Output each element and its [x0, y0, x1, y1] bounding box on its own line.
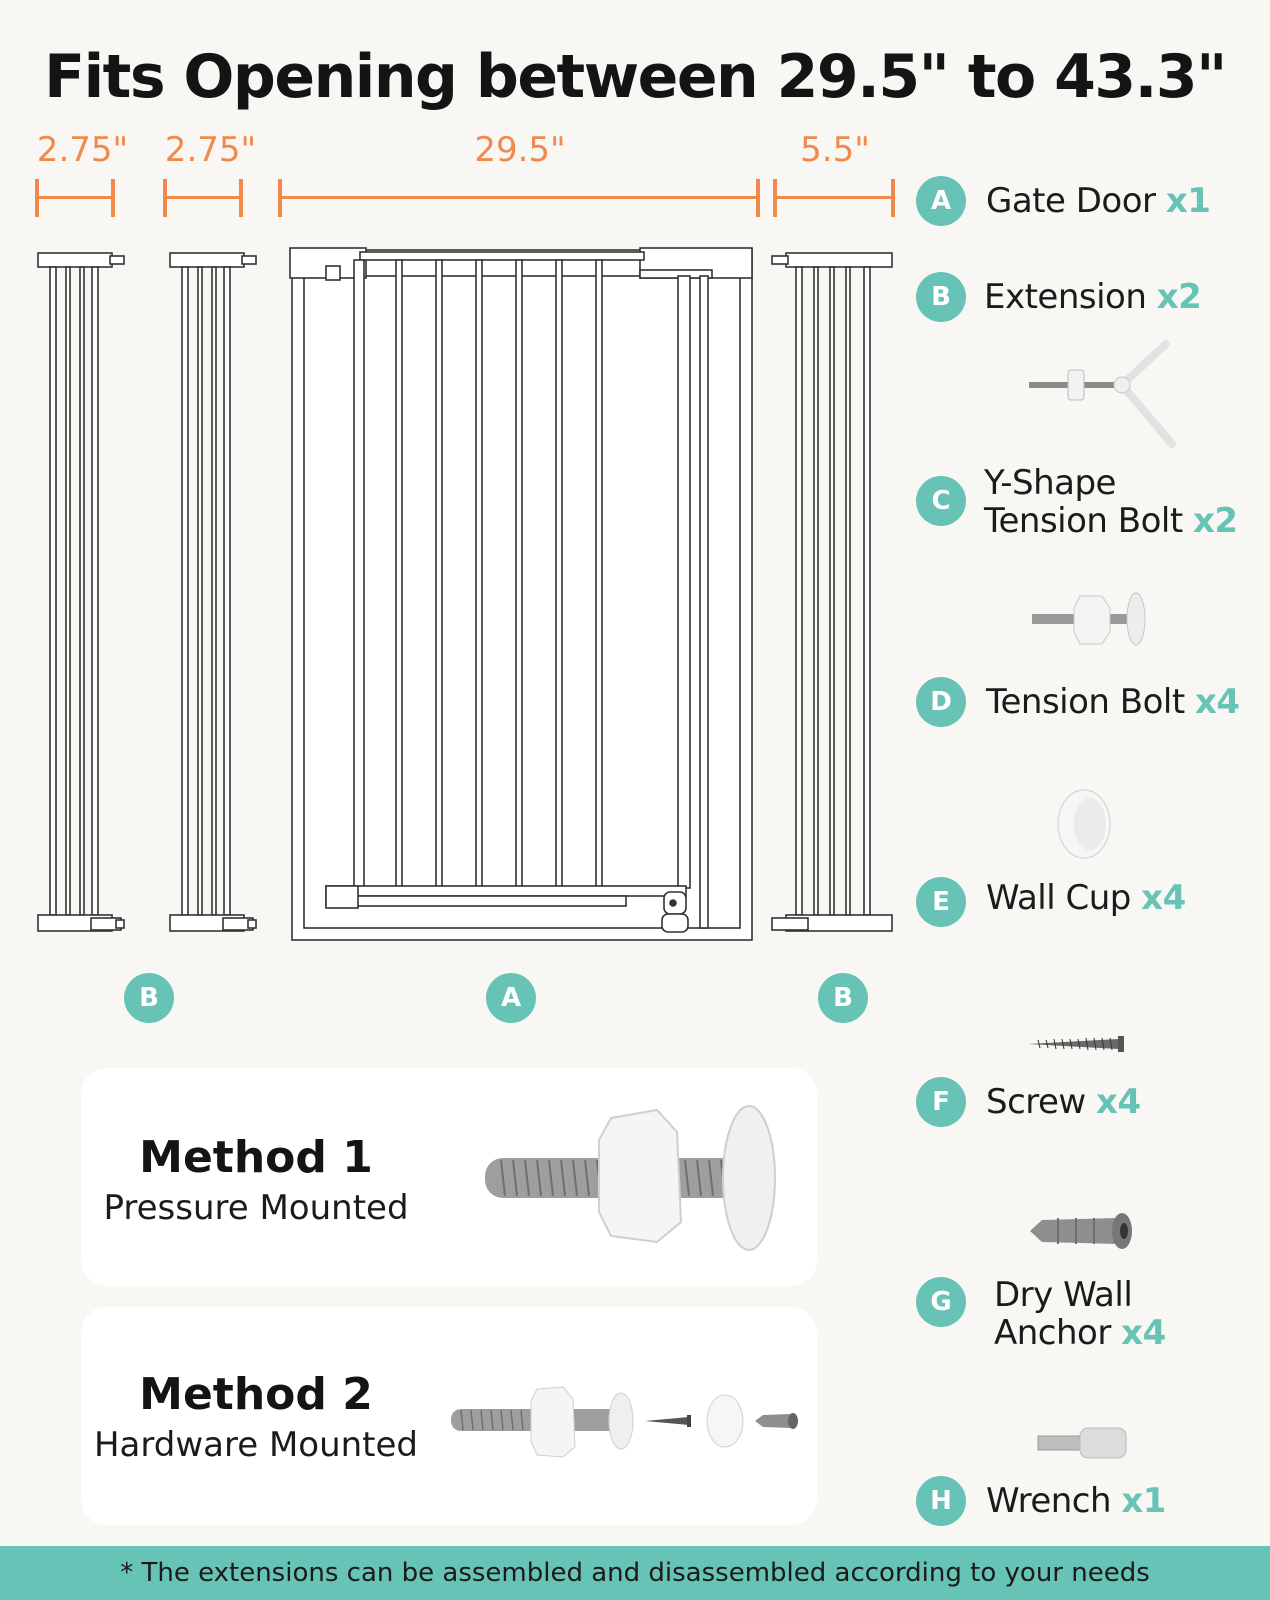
dimension-line-extension-2	[163, 179, 243, 217]
badge-extension-left: B	[124, 973, 174, 1023]
part-label-dry-wall-anchor: Dry Wall Anchor x4	[994, 1275, 1166, 1353]
wall-cup-icon	[1057, 789, 1111, 859]
pressure-mount-bolt-icon	[485, 1105, 776, 1251]
part-label-tension-bolt: Tension Bolt x4	[986, 682, 1240, 722]
dimension-label-extension-1: 2.75"	[36, 130, 129, 170]
method-2-card: Method 2 Hardware Mounted	[81, 1307, 817, 1525]
dimension-label-extension-2: 2.75"	[164, 130, 257, 170]
extension-panel-right	[771, 252, 893, 932]
tension-bolt-icon	[1032, 592, 1146, 646]
part-label-gate-door: Gate Door x1	[986, 181, 1211, 221]
hardware-mount-parts-icon	[451, 1386, 798, 1458]
screw-icon	[1028, 1036, 1124, 1052]
badge-part-f: F	[916, 1077, 966, 1127]
badge-part-c: C	[916, 476, 966, 526]
badge-part-b: B	[916, 272, 966, 322]
wrench-icon	[1037, 1427, 1127, 1459]
part-label-wall-cup: Wall Cup x4	[986, 878, 1186, 918]
badge-part-d: D	[916, 677, 966, 727]
part-label-y-shape-tension-bolt: Y-Shape Tension Bolt x2	[984, 463, 1238, 541]
footer-note-bar: * The extensions can be assembled and di…	[0, 1546, 1270, 1600]
badge-part-g: G	[916, 1277, 966, 1327]
dimension-line-extension-1	[35, 179, 115, 217]
gate-door-drawing	[289, 247, 753, 941]
method-1-card: Method 1 Pressure Mounted	[81, 1068, 817, 1286]
page-title: Fits Opening between 29.5" to 43.3"	[44, 42, 1227, 112]
y-shape-tension-bolt-icon	[1029, 340, 1176, 448]
method-2-title: Method 2	[139, 1369, 373, 1420]
method-2-subtitle: Hardware Mounted	[93, 1425, 419, 1465]
extension-panel-left-2	[169, 252, 257, 932]
dimension-line-gate	[278, 179, 760, 217]
badge-part-h: H	[916, 1476, 966, 1526]
footer-note: * The extensions can be assembled and di…	[120, 1558, 1150, 1588]
badge-gate-door: A	[486, 973, 536, 1023]
dimension-label-extension-3: 5.5"	[800, 130, 870, 170]
extension-panel-left-1	[37, 252, 125, 932]
part-label-wrench: Wrench x1	[986, 1481, 1166, 1521]
method-1-subtitle: Pressure Mounted	[103, 1188, 409, 1228]
dimension-label-gate: 29.5"	[474, 130, 566, 170]
badge-part-a: A	[916, 176, 966, 226]
dry-wall-anchor-icon	[1030, 1213, 1132, 1249]
part-label-screw: Screw x4	[986, 1082, 1141, 1122]
dimension-line-extension-3	[773, 179, 895, 217]
badge-part-e: E	[916, 877, 966, 927]
badge-extension-right: B	[818, 973, 868, 1023]
part-label-extension: Extension x2	[984, 277, 1202, 317]
method-1-title: Method 1	[139, 1132, 373, 1183]
